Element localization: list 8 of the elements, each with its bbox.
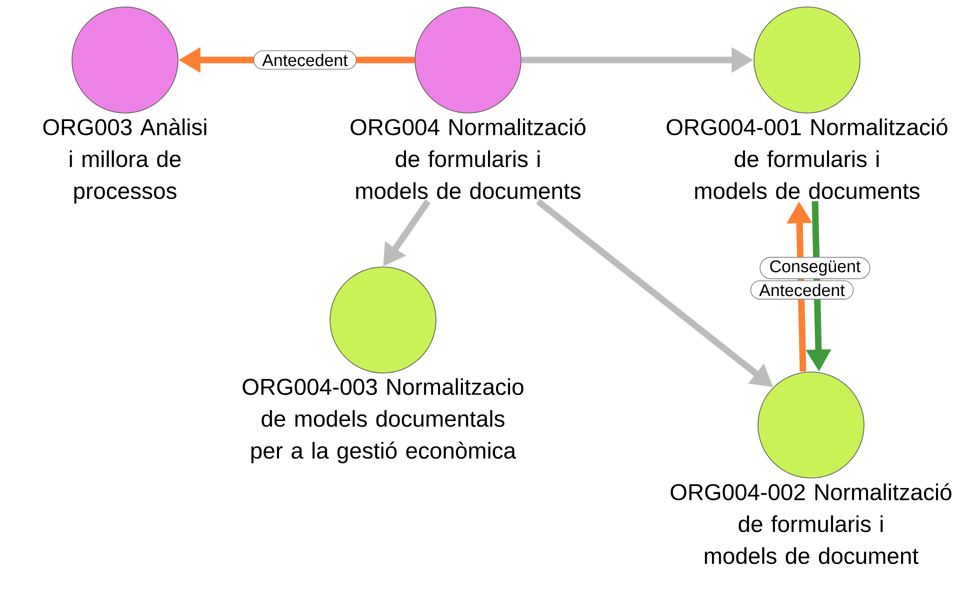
edge-label: Antecedent xyxy=(750,280,854,300)
edge-label: Consegüent xyxy=(760,256,870,280)
node-label: ORG003 Anàlisi i millora de processos xyxy=(43,118,206,204)
node-label: ORG004-001 Normalització de formularis i models de documents xyxy=(666,118,948,200)
edge-label: Antecedent xyxy=(253,50,357,70)
node-label: ORG004-002 Normalització de formularis i models de document xyxy=(670,483,952,564)
node-label: ORG004-003 Normalitzacio de models documentals per a la gestió econòmica xyxy=(242,378,524,464)
node-label: ORG004 Normalització de formularis i models de documents xyxy=(350,118,586,200)
